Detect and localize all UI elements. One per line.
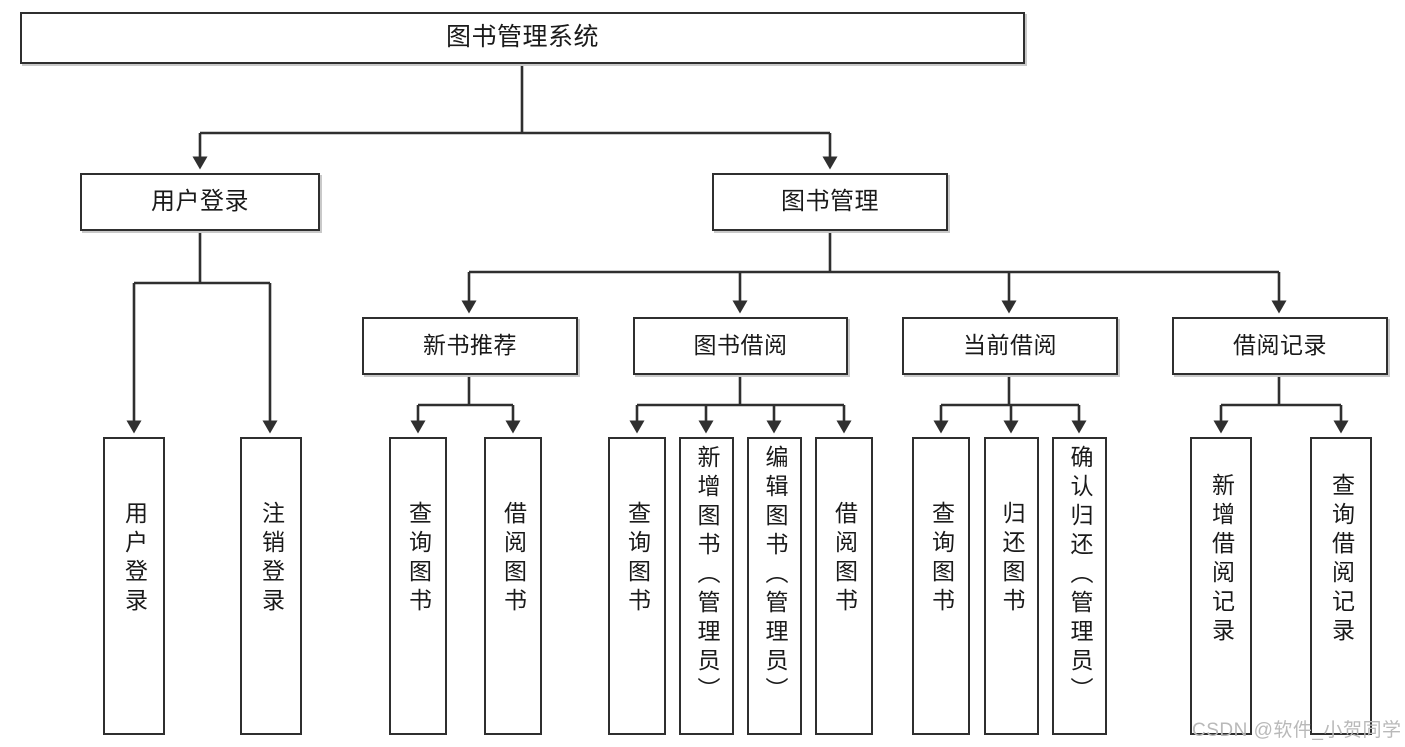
leaf-node-label: 查询图书: [928, 501, 955, 617]
leaf-node[interactable]: 确认归还（管理员）: [1052, 437, 1107, 735]
node-root[interactable]: 图书管理系统: [20, 12, 1025, 64]
leaf-node-label: 确认归还（管理员）: [1067, 445, 1093, 706]
node-book-management-label: 图书管理: [781, 187, 879, 215]
leaf-node[interactable]: 新增图书（管理员）: [679, 437, 734, 735]
node-borrowing-records-label: 借阅记录: [1233, 332, 1327, 359]
leaf-node[interactable]: 编辑图书（管理员）: [747, 437, 802, 735]
node-root-label: 图书管理系统: [445, 23, 599, 52]
leaf-node[interactable]: 查询图书: [389, 437, 447, 735]
leaf-node[interactable]: 归还图书: [984, 437, 1039, 735]
node-user-login-label: 用户登录: [151, 187, 249, 215]
node-new-book-recommendation[interactable]: 新书推荐: [362, 317, 578, 375]
node-book-borrowing[interactable]: 图书借阅: [633, 317, 848, 375]
leaf-node[interactable]: 新增借阅记录: [1190, 437, 1252, 735]
leaf-node[interactable]: 查询图书: [608, 437, 666, 735]
leaf-node-label: 查询图书: [624, 501, 651, 617]
leaf-node[interactable]: 注销登录: [240, 437, 302, 735]
leaf-node-label: 新增图书（管理员）: [694, 445, 720, 706]
node-user-login[interactable]: 用户登录: [80, 173, 320, 231]
leaf-node-label: 归还图书: [999, 501, 1025, 617]
leaf-node-label: 借阅图书: [831, 501, 858, 617]
leaf-node-label: 查询借阅记录: [1328, 473, 1355, 647]
node-borrowing-records[interactable]: 借阅记录: [1172, 317, 1388, 375]
leaf-node[interactable]: 查询图书: [912, 437, 970, 735]
csdn-watermark: CSDN @软件_小贺同学: [1192, 720, 1402, 741]
leaf-node[interactable]: 用户登录: [103, 437, 165, 735]
node-current-borrowing[interactable]: 当前借阅: [902, 317, 1118, 375]
leaf-node-label: 新增借阅记录: [1208, 473, 1235, 647]
node-new-book-recommendation-label: 新书推荐: [423, 332, 517, 359]
leaf-node-label: 用户登录: [121, 501, 148, 617]
leaf-node-label: 注销登录: [258, 501, 285, 617]
leaf-node-label: 编辑图书（管理员）: [762, 445, 788, 706]
leaf-node[interactable]: 查询借阅记录: [1310, 437, 1372, 735]
node-book-management[interactable]: 图书管理: [712, 173, 948, 231]
leaf-node[interactable]: 借阅图书: [484, 437, 542, 735]
leaf-node[interactable]: 借阅图书: [815, 437, 873, 735]
node-book-borrowing-label: 图书借阅: [693, 332, 788, 359]
node-current-borrowing-label: 当前借阅: [963, 332, 1057, 359]
leaf-node-label: 借阅图书: [500, 501, 527, 617]
leaf-node-label: 查询图书: [405, 501, 432, 617]
